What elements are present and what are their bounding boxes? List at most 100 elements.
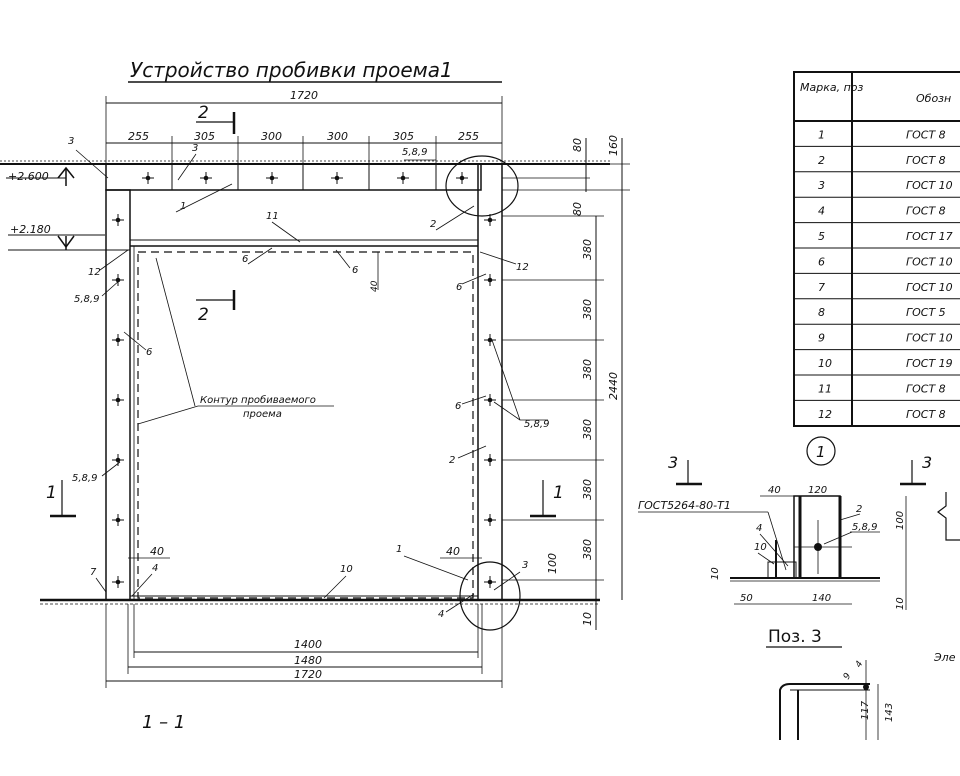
table-cell-mark: 2 xyxy=(818,154,825,167)
table-cell-desig: ГОСТ 17 xyxy=(906,230,953,243)
detail-circle-label: 1 xyxy=(816,443,826,461)
detail-gost-label: ГОСТ5264-80-Т1 xyxy=(638,499,731,512)
dim-right-160: 160 xyxy=(607,135,620,156)
callout-label: 5,8,9 xyxy=(74,294,99,305)
table-cell-mark: 11 xyxy=(818,382,832,395)
bolt-mark xyxy=(397,172,409,184)
svg-text:1: 1 xyxy=(553,483,564,503)
dim-40-vert: 40 xyxy=(370,280,380,292)
callout-label: 12 xyxy=(516,262,529,273)
callout: 5,8,9 xyxy=(74,279,121,305)
table-cell-desig: ГОСТ 8 xyxy=(906,408,946,421)
dim-top-total: 1720 xyxy=(290,89,318,102)
detail-title: Поз. 3 xyxy=(768,627,822,647)
callout-label: 4 xyxy=(438,609,444,620)
callout: 6 xyxy=(455,395,487,412)
ground-bottom xyxy=(40,595,600,605)
callout-label: 5,8,9 xyxy=(402,147,427,158)
svg-text:1: 1 xyxy=(46,483,57,503)
table-row: 3 ГОСТ 10 xyxy=(794,179,960,198)
table-header-desig: Обозн xyxy=(916,92,951,105)
svg-text:4: 4 xyxy=(854,659,866,669)
lintel-beam xyxy=(105,163,482,191)
callout-label: 6 xyxy=(242,254,248,265)
callout-label: 2 xyxy=(430,219,436,230)
bolt-mark xyxy=(484,334,496,346)
lintel-dividers xyxy=(171,164,437,190)
callout: 5,8,9 xyxy=(491,339,549,430)
table-cell-mark: 12 xyxy=(818,408,832,421)
bolt-mark xyxy=(112,576,124,588)
callout-label: 3 xyxy=(522,560,528,571)
svg-text:4: 4 xyxy=(756,523,762,534)
table-cell-mark: 3 xyxy=(818,179,825,192)
bottom-detail: 9 4 117 143 xyxy=(779,659,895,740)
dim-top-4: 305 xyxy=(393,130,414,143)
table-row: 9 ГОСТ 10 xyxy=(794,332,960,351)
table-cell-desig: ГОСТ 8 xyxy=(906,382,946,395)
svg-text:9: 9 xyxy=(842,671,854,681)
bolt-mark xyxy=(112,274,124,286)
table-cell-desig: ГОСТ 8 xyxy=(906,128,946,141)
bolt-mark xyxy=(112,394,124,406)
callout-label: 5,8,9 xyxy=(72,473,97,484)
callout-label: 12 xyxy=(88,267,101,278)
dim-inner-40-right: 40 xyxy=(446,545,460,558)
svg-text:10: 10 xyxy=(754,542,767,553)
table-cell-mark: 9 xyxy=(818,332,825,345)
callout: 1 xyxy=(396,544,469,581)
callout-label: 10 xyxy=(340,564,353,575)
table-row: 11 ГОСТ 8 xyxy=(794,382,960,401)
dim-top-0: 255 xyxy=(128,130,149,143)
section-title-1-1: 1 – 1 xyxy=(142,712,185,733)
dim-right-380-2: 380 xyxy=(581,299,594,320)
table-cell-desig: ГОСТ 10 xyxy=(906,255,953,268)
anchor-bolts xyxy=(112,172,496,588)
table-cell-mark: 4 xyxy=(818,205,825,218)
dimensions-bottom: 1400 1480 1720 40 40 40 xyxy=(105,252,503,688)
svg-text:2: 2 xyxy=(856,504,862,515)
bolt-mark xyxy=(456,172,468,184)
callout: 3 xyxy=(68,136,109,179)
callout: 7 xyxy=(90,567,107,593)
table-cell-mark: 5 xyxy=(818,230,825,243)
callout-label: 6 xyxy=(456,282,462,293)
callout-label: 1 xyxy=(180,201,186,212)
svg-text:10: 10 xyxy=(710,567,721,580)
svg-text:2: 2 xyxy=(198,305,209,325)
table-row: 12 ГОСТ 8 xyxy=(818,408,946,421)
detail-circle-top xyxy=(445,155,519,217)
bolt-mark xyxy=(112,214,124,226)
bolt-mark xyxy=(484,514,496,526)
dim-right-380-6: 380 xyxy=(581,539,594,560)
svg-text:117: 117 xyxy=(860,700,871,720)
callout-label: 6 xyxy=(455,401,461,412)
right-column xyxy=(477,163,503,601)
table-cell-mark: 8 xyxy=(818,306,825,319)
bolt-mark xyxy=(200,172,212,184)
callout: 4 xyxy=(131,563,158,597)
svg-text:120: 120 xyxy=(808,485,827,496)
callout-label: 11 xyxy=(266,211,279,222)
bolt-mark xyxy=(484,576,496,588)
dim-right-10: 10 xyxy=(581,612,594,626)
svg-text:Эле: Эле xyxy=(933,651,956,664)
section-mark-1-left: 1 xyxy=(46,480,76,518)
bolt-mark xyxy=(484,454,496,466)
section-mark-1-right: 1 xyxy=(530,480,564,518)
table-cell-desig: ГОСТ 10 xyxy=(906,179,953,192)
drawing-title: Устройство пробивки проема1 xyxy=(130,58,453,82)
section-mark-2-top: 2 xyxy=(196,103,236,134)
table-cell-desig: ГОСТ 10 xyxy=(906,332,953,345)
callout-label: 1 xyxy=(396,544,402,555)
callout: 12 xyxy=(479,251,529,273)
callout: 3 xyxy=(177,143,198,181)
dim-inner-40-left: 40 xyxy=(150,545,164,558)
callout-label: 7 xyxy=(90,567,97,578)
callout: 6 xyxy=(242,247,273,265)
